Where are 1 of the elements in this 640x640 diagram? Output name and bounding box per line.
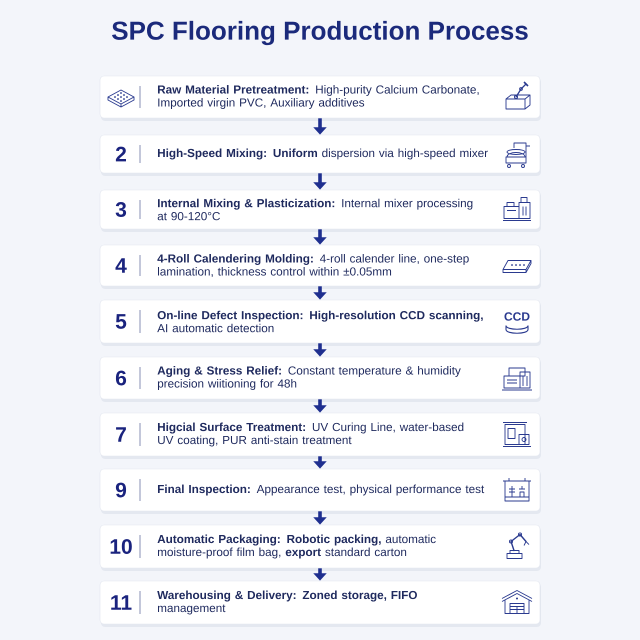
title: SPC Flooring Production Process [112, 20, 528, 46]
